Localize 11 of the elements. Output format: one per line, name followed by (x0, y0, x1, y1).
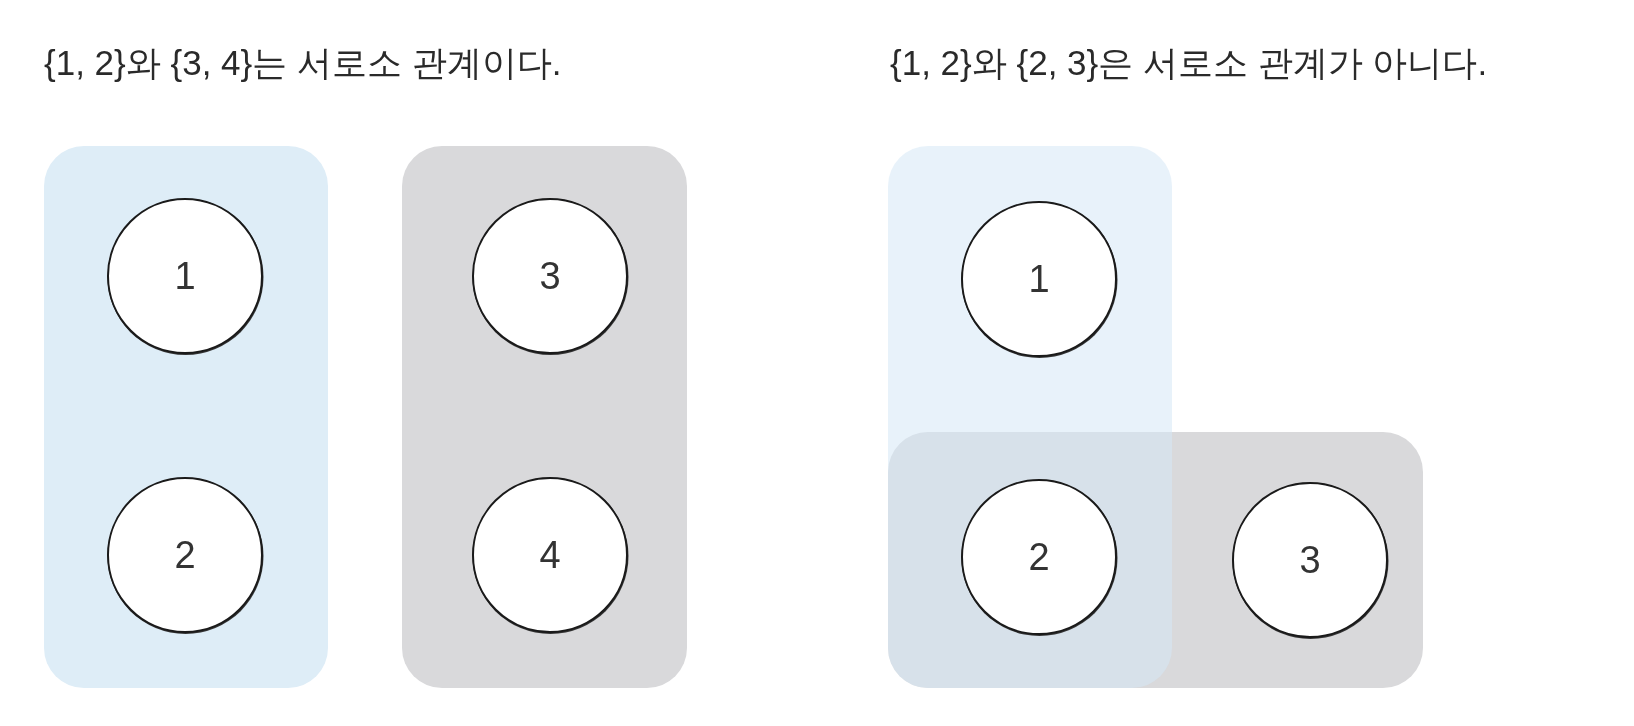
element-number: 3 (539, 254, 561, 298)
element-number: 2 (174, 533, 196, 577)
element-number: 4 (539, 533, 561, 577)
element-number: 1 (174, 254, 196, 298)
set-region (44, 146, 328, 688)
caption-text: {1, 2}와 {3, 4}는 서로소 관계이다. (44, 42, 562, 84)
element-number: 2 (1028, 535, 1050, 579)
element-number: 3 (1299, 538, 1321, 582)
element-number: 1 (1028, 257, 1050, 301)
set-region (402, 146, 687, 688)
caption-text: {1, 2}와 {2, 3}은 서로소 관계가 아니다. (890, 42, 1488, 84)
